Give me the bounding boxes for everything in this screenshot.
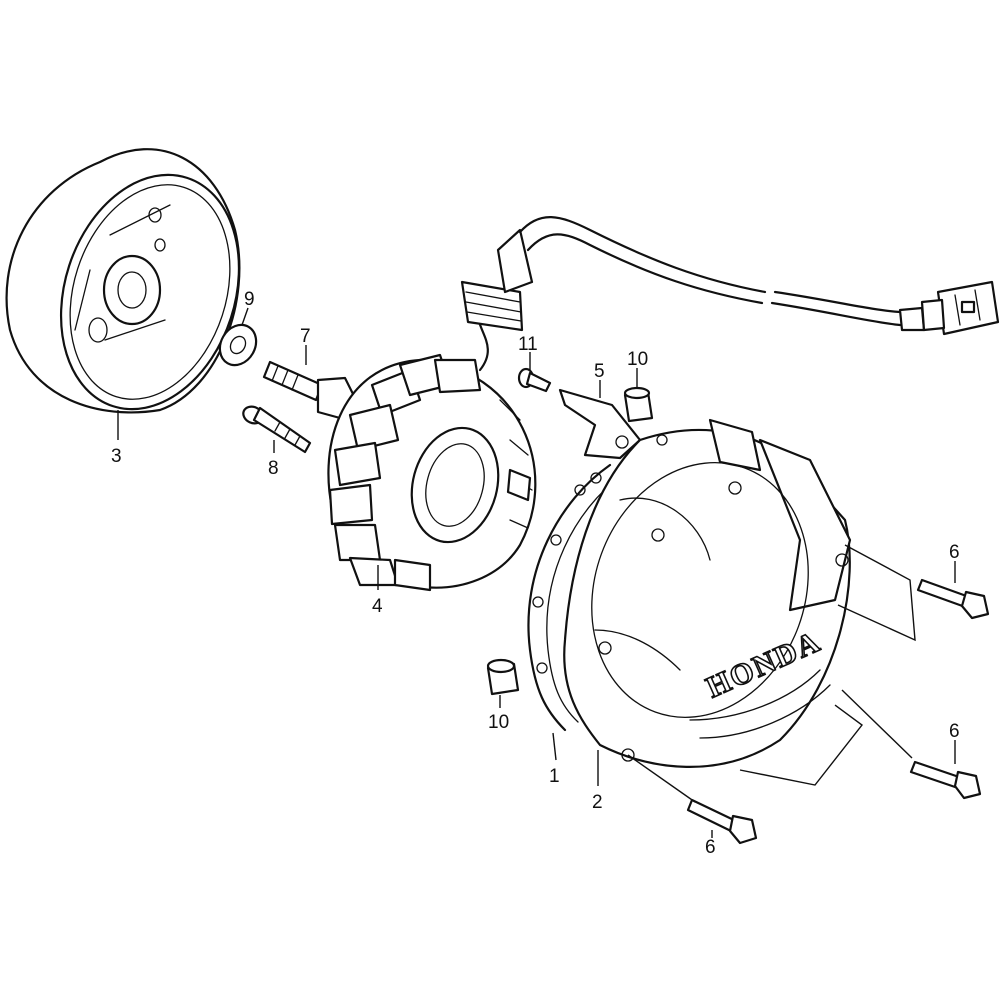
- flange-bolt: [262, 360, 357, 420]
- wire-harness: [460, 216, 926, 372]
- callout-5: 5: [594, 361, 605, 382]
- stator: [327, 353, 537, 592]
- callout-leaders: [117, 307, 956, 838]
- washer: [218, 323, 258, 367]
- cover-bolt-middle: [909, 760, 982, 800]
- small-screw: [517, 367, 552, 393]
- callout-8: 8: [268, 458, 279, 479]
- small-bolt: [242, 405, 312, 454]
- wire-clamp: [558, 388, 642, 460]
- flywheel-rotor: [5, 148, 241, 414]
- callout-6-middle: 6: [949, 721, 960, 742]
- callout-6-upper: 6: [949, 542, 960, 563]
- callout-3: 3: [111, 446, 122, 467]
- callout-11: 11: [518, 334, 538, 355]
- callout-4: 4: [372, 596, 383, 617]
- callout-7: 7: [300, 326, 311, 347]
- dowel-pin-upper: [623, 386, 654, 423]
- callout-1: 1: [549, 766, 560, 787]
- callout-2: 2: [592, 792, 603, 813]
- cover-bolt-lower: [686, 798, 758, 845]
- gasket: [527, 463, 623, 732]
- callout-9: 9: [244, 289, 255, 310]
- callout-10-lower: 10: [488, 712, 509, 733]
- cover-bolt-upper: [916, 578, 990, 620]
- callout-labels: 1 2 3 4 5 6 6 6 7 8 9 10 10 11: [111, 289, 960, 858]
- callout-6-lower: 6: [705, 837, 716, 858]
- dowel-pin-lower: [486, 658, 520, 696]
- callout-10-upper: 10: [627, 349, 648, 370]
- alignment-lines: [627, 544, 916, 803]
- generator-cover: HONDA: [563, 418, 852, 768]
- wire-connector: [920, 280, 1000, 336]
